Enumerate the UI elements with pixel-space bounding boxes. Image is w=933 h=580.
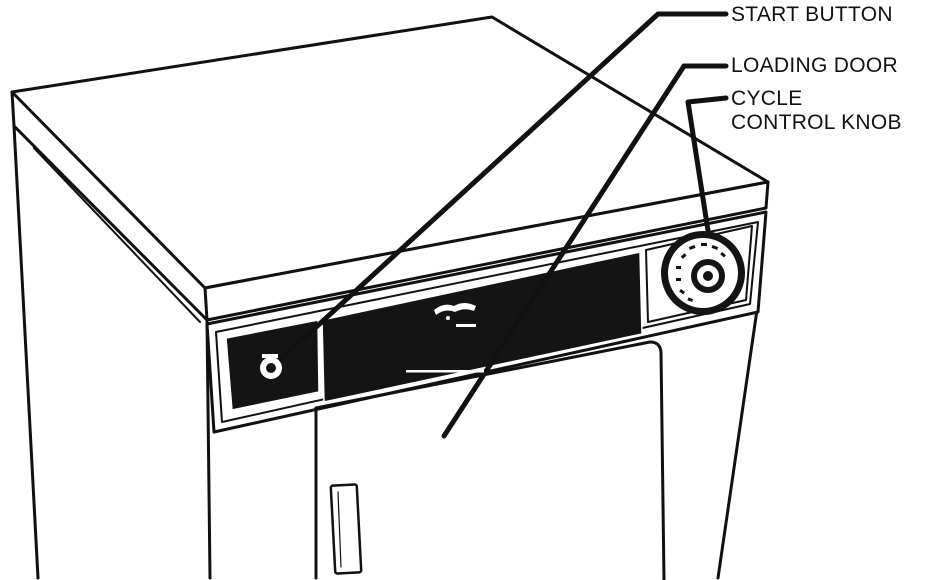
cabinet-side-inner-edge <box>33 147 201 323</box>
start-button-label: START BUTTON <box>731 3 893 26</box>
loading-door-outline <box>314 340 666 580</box>
cabinet-right-edge <box>716 308 759 580</box>
cabinet-left-edge <box>12 124 40 580</box>
door-latch-inner <box>337 491 342 568</box>
start-button-icon <box>260 354 282 379</box>
door-latch <box>329 483 363 575</box>
cycle-control-knob-label-line1: CYCLE <box>731 87 803 110</box>
leader-line-loading-door <box>441 63 729 439</box>
whirlpool-logo <box>406 303 484 373</box>
cabinet-front-corner <box>205 318 212 580</box>
cycle-control-knob-label: CYCLE CONTROL KNOB <box>731 87 902 135</box>
dryer-lid-front-edge <box>203 180 770 322</box>
leader-line-cycle-knob <box>685 95 729 285</box>
display-panel <box>321 251 643 403</box>
leader-line-start-button <box>275 11 729 365</box>
cycle-control-knob-label-line2: CONTROL KNOB <box>731 111 902 134</box>
loading-door-label: LOADING DOOR <box>731 54 898 77</box>
cycle-control-knob <box>661 231 745 315</box>
